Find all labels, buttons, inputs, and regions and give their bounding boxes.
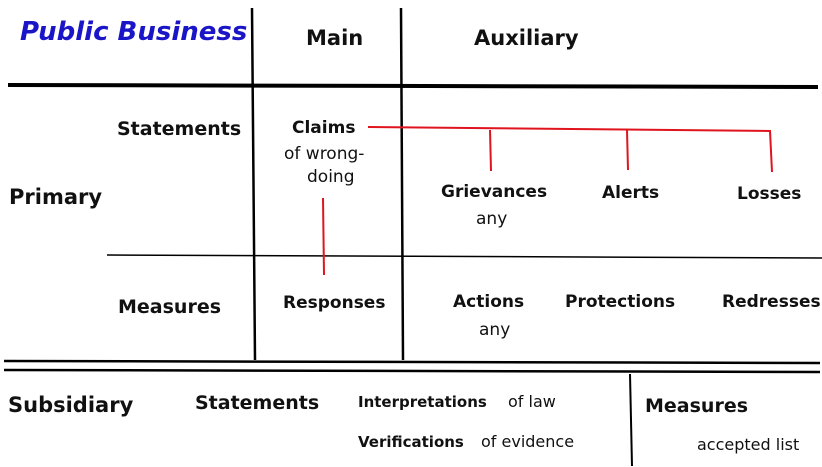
actions-subtext: any xyxy=(479,320,511,340)
header-rule xyxy=(7,83,819,89)
interpretations-label: Interpretations xyxy=(358,393,487,411)
column-header-auxiliary: Auxiliary xyxy=(474,26,579,50)
row-label-subsidiary: Subsidiary xyxy=(8,393,134,417)
actions-label: Actions xyxy=(453,292,525,312)
primary-statements-label: Statements xyxy=(117,118,242,140)
protections-label: Protections xyxy=(565,292,676,312)
redresses-label: Redresses xyxy=(722,292,821,312)
primary-measures-label: Measures xyxy=(118,296,222,318)
auxiliary-column-divider xyxy=(399,7,405,361)
column-header-main: Main xyxy=(306,26,364,50)
subsidiary-measures-label: Measures xyxy=(645,395,749,417)
subsidiary-statements-label: Statements xyxy=(195,392,320,414)
verifications-subtext: of evidence xyxy=(481,432,575,451)
claims-subtext-1: of wrong- xyxy=(284,144,365,164)
primary-row-divider xyxy=(106,254,822,259)
subsidiary-measures-subtext: accepted list xyxy=(697,435,800,454)
claims-subtext-2: doing xyxy=(307,167,355,187)
alerts-label: Alerts xyxy=(602,183,660,203)
subsidiary-rule-bottom xyxy=(3,368,821,374)
diagram-title: Public Business xyxy=(20,17,248,47)
subsidiary-measures-divider xyxy=(629,373,633,467)
main-column-divider xyxy=(250,7,257,361)
grievances-subtext: any xyxy=(476,209,508,229)
verifications-label: Verifications xyxy=(358,433,464,451)
claims-connector xyxy=(322,126,773,276)
subsidiary-rule-top xyxy=(3,359,821,365)
losses-label: Losses xyxy=(737,184,802,204)
row-label-primary: Primary xyxy=(9,185,103,209)
responses-label: Responses xyxy=(283,293,386,313)
claims-label: Claims xyxy=(292,118,356,138)
interpretations-subtext: of law xyxy=(508,392,556,411)
grievances-label: Grievances xyxy=(441,182,548,202)
